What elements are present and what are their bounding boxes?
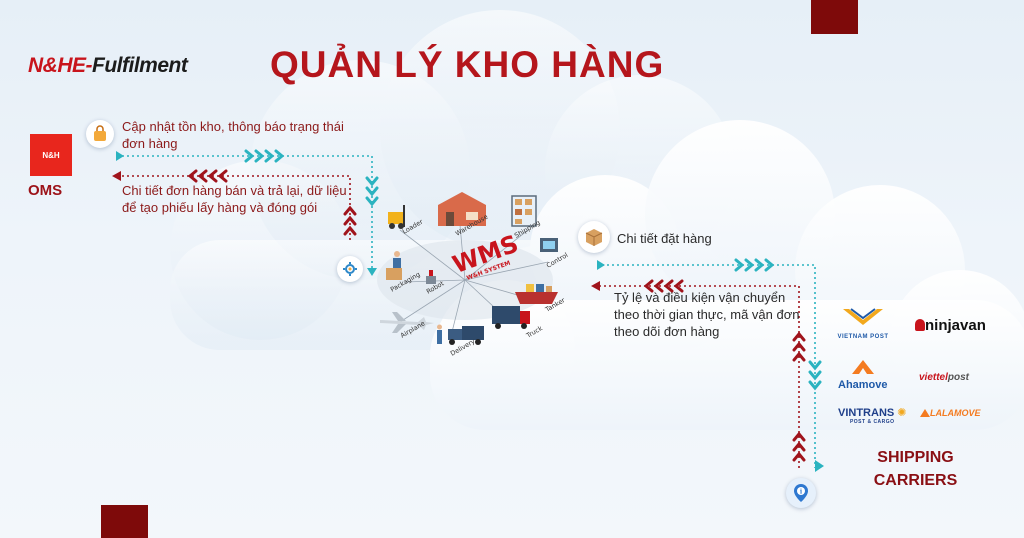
brand-name: N&H xyxy=(28,54,73,77)
delivery-icon xyxy=(437,324,484,345)
brand-dash: E- xyxy=(72,54,93,77)
vintrans-logo: VINTRANS ✺ POST & CARGO xyxy=(838,406,907,425)
packaging-icon xyxy=(386,251,402,280)
shipping-carriers-title: SHIPPING CARRIERS xyxy=(858,446,973,492)
lalamove-logo: LALAMOVE xyxy=(920,408,981,418)
page-title: QUẢN LÝ KHO HÀNG xyxy=(270,44,665,85)
corner-square-top-right xyxy=(811,0,858,34)
front-cloud xyxy=(430,120,1024,430)
lalamove-label: LALAMOVE xyxy=(930,408,981,418)
corner-square-bottom-left xyxy=(101,505,148,538)
vintrans-sub: POST & CARGO xyxy=(849,419,895,425)
brand-logo: N&HE-Fulfilment xyxy=(28,54,188,78)
carriers-title-line1: SHIPPING xyxy=(877,449,954,466)
arrowhead-carrier-start xyxy=(597,260,605,270)
chevrons-teal-oms xyxy=(244,149,285,163)
oms-label: OMS xyxy=(28,182,63,199)
robot-icon xyxy=(426,270,436,284)
arrowhead-wms-in xyxy=(367,268,377,276)
bag-icon xyxy=(86,120,114,148)
gear-icon xyxy=(337,256,363,282)
carrier-outbound-text: Chi tiết đặt hàng xyxy=(617,231,712,246)
chevrons-teal-carrier xyxy=(734,258,775,272)
vnpost-mark xyxy=(843,308,883,325)
vintrans-text: VINTRANS xyxy=(838,407,895,419)
ahamove-logo: Ahamove xyxy=(838,360,888,391)
viettelpost-logo: viettelpost xyxy=(919,372,969,383)
vietnam-post-logo: VIETNAM POST xyxy=(832,305,894,340)
viettel-a: viettel xyxy=(919,372,948,383)
brand-rest: Fulfilment xyxy=(92,54,188,77)
warehouse-icon xyxy=(438,192,486,226)
arrowhead-oms-in xyxy=(112,171,121,181)
chevrons-crimson-carrier xyxy=(643,279,684,293)
arrowhead-carrier-out xyxy=(591,281,600,291)
chevrons-teal-down-oms xyxy=(365,176,379,207)
loader-icon xyxy=(388,205,405,229)
ninjavan-a: ninja xyxy=(925,317,961,334)
arrowhead-oms-out xyxy=(116,151,124,161)
vnpost-label: VIETNAM POST xyxy=(837,334,889,340)
ninjavan-logo: ninjavan xyxy=(915,317,986,334)
ahamove-mark xyxy=(851,360,874,374)
oms-inbound-text: Chi tiết đơn hàng bán và trả lại, dữ liệ… xyxy=(122,183,347,215)
shipping-shelf-icon xyxy=(511,195,537,227)
carriers-title-line2: CARRIERS xyxy=(873,472,958,489)
info-icon: i xyxy=(786,478,816,508)
ninjavan-b: van xyxy=(960,317,986,334)
arrowhead-carrier-in xyxy=(815,460,824,472)
svg-text:i: i xyxy=(800,489,803,496)
carrier-inbound-text: Tỷ lệ và điều kiện vận chuyển theo thời … xyxy=(614,290,800,339)
chevrons-teal-down-carrier xyxy=(808,360,822,391)
truck-icon xyxy=(492,306,530,329)
chevrons-crimson-up-oms xyxy=(343,205,357,236)
oms-logo: N&H xyxy=(30,134,72,176)
oms-outbound-text: Cập nhật tồn kho, thông báo trạng thái đ… xyxy=(122,119,344,151)
chevrons-crimson-up-carrier xyxy=(792,331,806,462)
airplane-icon xyxy=(380,312,434,333)
viettel-b: post xyxy=(947,372,970,383)
vintrans-label: VINTRANS ✺ xyxy=(838,407,907,419)
chevrons-crimson-oms xyxy=(187,169,228,183)
ahamove-label: Ahamove xyxy=(838,379,888,391)
control-icon xyxy=(540,238,558,252)
box-icon xyxy=(578,221,610,253)
tanker-icon xyxy=(515,284,558,304)
